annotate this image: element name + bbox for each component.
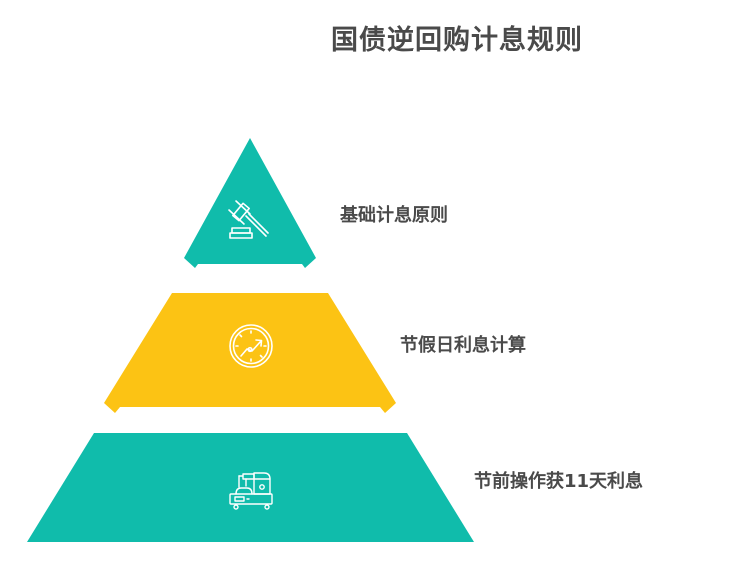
tier-2-label: 节假日利息计算 [400,335,526,356]
tier-1-label: 基础计息原则 [340,205,448,226]
tier-3 [27,433,474,542]
page-title: 国债逆回购计息规则 [331,25,583,56]
clock-growth-icon [229,324,273,368]
machine-icon [229,472,273,510]
tier-2 [104,293,396,413]
gavel-icon [228,200,269,239]
tier-3-label: 节前操作获11天利息 [474,471,644,492]
tier-1 [184,138,316,268]
